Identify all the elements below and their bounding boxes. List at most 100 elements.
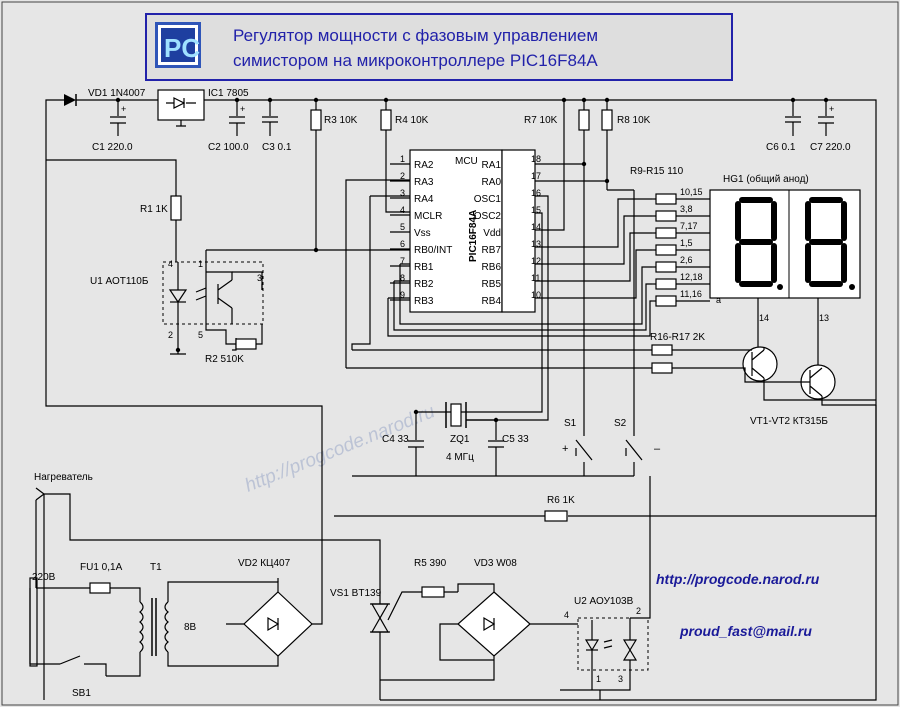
r1-label: R1 1K <box>140 204 168 215</box>
mcu-pin-name-4: MCLR <box>414 211 442 222</box>
u1-pin2: 2 <box>168 330 173 340</box>
pullup-resistors <box>310 100 613 250</box>
u1-label: U1 АОТ110Б <box>90 276 149 287</box>
mcu-pin-name-8: RB2 <box>414 279 434 290</box>
zq1-freq: 4 МГц <box>446 452 474 463</box>
u2-triac-icon <box>622 639 638 652</box>
c5-label: C5 33 <box>502 434 529 445</box>
mcu-pin-name-1: RA2 <box>414 160 434 171</box>
s1-sign: + <box>562 443 568 455</box>
vd3-bridge <box>380 583 578 681</box>
site-link[interactable]: http://progcode.narod.ru <box>656 571 820 587</box>
svg-text:+: + <box>240 104 245 114</box>
mcu-pin-name-14: Vdd <box>483 228 501 239</box>
r2-label: R2 510K <box>205 354 244 365</box>
email-link[interactable]: proud_fast@mail.ru <box>679 623 812 639</box>
mcu-pin-name-5: Vss <box>414 228 431 239</box>
seg-resistor-f <box>655 278 677 290</box>
vs1-triac <box>370 586 458 700</box>
transistors <box>345 179 876 406</box>
c4-label: C4 33 <box>382 434 409 445</box>
fu1-label: FU1 0,1A <box>80 562 123 573</box>
sb1-label: SB1 <box>72 688 91 699</box>
mcu-name: MCU <box>455 156 478 167</box>
r3-resistor <box>310 109 322 131</box>
mcu-pin-name-6: RB0/INT <box>414 245 452 256</box>
u2-pin3: 3 <box>618 674 623 684</box>
mcu-pin-num-7: 7 <box>400 256 405 266</box>
mcu-pin-name-16: OSC1 <box>474 194 502 205</box>
mcu-pin-num-16: 16 <box>531 188 541 198</box>
u1-pin3: 3 <box>257 273 262 283</box>
seg-pins-a: 11,16 <box>680 289 702 299</box>
mcu-left-pins: 1RA22RA33RA44MCLR5Vss6RB0/INT7RB18RB29RB… <box>390 154 452 307</box>
seg-resistor-a <box>655 295 677 307</box>
mcu-pin-num-14: 14 <box>531 222 541 232</box>
title-line1: Регулятор мощности с фазовым управлением <box>233 26 598 45</box>
t1-label: T1 <box>150 562 162 573</box>
mcu-pin-num-17: 17 <box>531 171 541 181</box>
mcu-pin-num-4: 4 <box>400 205 405 215</box>
r17-resistor <box>651 362 673 374</box>
u2-label: U2 АОУ103В <box>574 596 634 607</box>
r5-label: R5 390 <box>414 558 447 569</box>
mcu-pin-name-9: RB3 <box>414 296 434 307</box>
watermark: http://progcode.narod.ru <box>242 401 438 497</box>
seg-pins-b: 10,15 <box>680 187 703 197</box>
mcu-pin-num-15: 15 <box>531 205 541 215</box>
svg-text:+: + <box>121 104 126 114</box>
mains-section <box>29 487 381 700</box>
seg-resistor-g <box>655 227 677 239</box>
mcu-pin-name-10: RB4 <box>482 296 502 307</box>
zq1-label: ZQ1 <box>450 434 470 445</box>
vd1-diode-icon <box>64 94 76 106</box>
r5-resistor <box>421 586 445 598</box>
c7-label: C7 220.0 <box>810 142 851 153</box>
s1-label: S1 <box>564 418 577 429</box>
mcu-pin-name-13: RB7 <box>482 245 502 256</box>
s2-label: S2 <box>614 418 627 429</box>
seg-pins-f: 12,18 <box>680 272 703 282</box>
mcu-body <box>409 149 503 313</box>
fu1-fuse <box>89 582 111 594</box>
seg-resistor-e <box>655 244 677 256</box>
u2-pin1: 1 <box>596 674 601 684</box>
vd3-label: VD3 W08 <box>474 558 517 569</box>
switches <box>352 164 643 477</box>
c1-label: C1 220.0 <box>92 142 133 153</box>
power-rail: + + + <box>45 89 877 405</box>
r3-label: R3 10K <box>324 115 358 126</box>
t1-secondary-icon <box>164 601 169 653</box>
t1-secondary-label: 8В <box>184 622 197 633</box>
r7-label: R7 10K <box>524 115 558 126</box>
hg1-pin13: 13 <box>819 313 829 323</box>
mcu-right-pins: 18RA117RA016OSC115OSC214Vdd13RB712RB611R… <box>474 154 541 307</box>
r16-resistor <box>651 344 673 356</box>
hg1-display <box>709 189 861 299</box>
mcu-pin-name-18: RA1 <box>482 160 502 171</box>
c6-label: C6 0.1 <box>766 142 796 153</box>
mcu-pin-num-2: 2 <box>400 171 405 181</box>
mcu-pin-num-12: 12 <box>531 256 541 266</box>
mcu-part: PIC16F84A <box>468 210 479 262</box>
vs1-label: VS1 BT139 <box>330 588 382 599</box>
r7-resistor <box>578 109 590 131</box>
mcu-pin-name-12: RB6 <box>482 262 502 273</box>
regulator-icon <box>166 97 196 109</box>
title-line2: симистором на микроконтроллере PIC16F84A <box>233 51 598 70</box>
s2-switch <box>606 181 643 476</box>
heater-label: Нагреватель <box>34 472 93 483</box>
hg1-label: HG1 (общий анод) <box>723 173 809 185</box>
r6-label: R6 1K <box>547 495 575 506</box>
mcu-pin-name-17: RA0 <box>482 177 502 188</box>
u2-pin2: 2 <box>636 606 641 616</box>
mcu-pin-name-3: RA4 <box>414 194 434 205</box>
mcu-pin-num-6: 6 <box>400 239 405 249</box>
c2-label: C2 100.0 <box>208 142 249 153</box>
mcu-pin-name-11: RB5 <box>482 279 502 290</box>
seg-resistor-b <box>655 193 677 205</box>
vt-label: VT1-VT2 КТ315Б <box>750 416 828 427</box>
